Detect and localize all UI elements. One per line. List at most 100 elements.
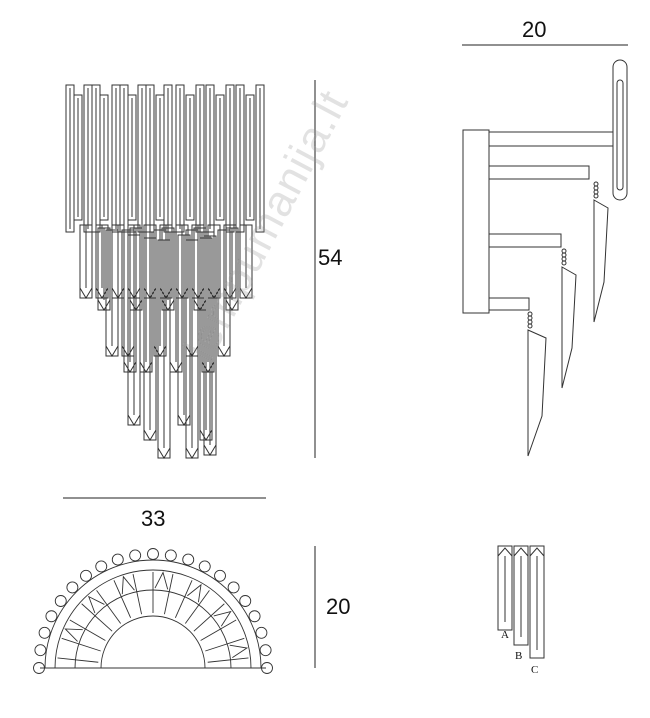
- rib: [200, 619, 237, 641]
- crystal-prism-tip: [225, 299, 239, 311]
- rib: [205, 637, 245, 652]
- crystal-label-c: C: [531, 664, 539, 676]
- bead: [261, 662, 273, 674]
- crystal-label-a: A: [501, 629, 509, 641]
- chain-link: [561, 256, 567, 262]
- crystal-types-detail: [497, 545, 545, 659]
- bead: [259, 644, 272, 657]
- crystal-prism-tip: [97, 299, 111, 311]
- arc-ring-3: [100, 615, 206, 669]
- detail-crystal-top: [497, 547, 513, 557]
- crystal-prism-tip: [217, 345, 231, 357]
- detail-crystal-top: [529, 547, 545, 557]
- chain-link: [527, 311, 533, 317]
- bead: [80, 569, 92, 582]
- chain-link: [527, 323, 533, 329]
- chain-link: [593, 181, 599, 187]
- dimension-lines: [63, 44, 628, 668]
- rib: [113, 580, 132, 618]
- rib: [57, 657, 99, 663]
- bead: [54, 595, 67, 607]
- chain-link: [593, 189, 599, 195]
- rib: [69, 619, 106, 641]
- bead: [248, 610, 261, 623]
- rib: [81, 603, 113, 632]
- bead: [164, 549, 177, 562]
- chain-link: [527, 315, 533, 321]
- crystal-prism-tip: [185, 447, 199, 459]
- bead: [33, 662, 45, 674]
- rib: [96, 590, 122, 624]
- side-depth-dimension-label: 20: [522, 17, 547, 42]
- upper-tube: [255, 84, 265, 233]
- rib-chevron: [229, 644, 249, 659]
- rib-chevron: [213, 610, 232, 627]
- crystal-prism-tip: [239, 287, 253, 299]
- side-crystal: [593, 199, 609, 323]
- rib-chevron: [121, 575, 135, 595]
- detail-crystal-0: [497, 545, 513, 631]
- side-crystal: [527, 329, 547, 457]
- chain-link: [561, 248, 567, 254]
- chain-link: [561, 260, 567, 266]
- bead: [34, 644, 47, 657]
- rib: [132, 574, 143, 615]
- bead: [255, 626, 268, 639]
- bead: [198, 560, 211, 573]
- crystal-prism-tip: [157, 447, 171, 459]
- bead: [38, 626, 51, 639]
- chain-link: [593, 185, 599, 191]
- bead: [239, 595, 252, 607]
- bead: [111, 553, 124, 566]
- wall-bar: [612, 59, 628, 201]
- top-arm: [488, 131, 614, 147]
- detail-crystal-1: [513, 545, 529, 646]
- crystal-prism-tip: [203, 444, 217, 456]
- canopy-plate: [462, 129, 490, 314]
- middle-arm: [488, 165, 590, 180]
- rib-chevron: [187, 583, 202, 603]
- bottom-arm: [488, 297, 530, 311]
- height-dimension-label: 54: [318, 245, 343, 270]
- upper-tube: [245, 94, 255, 221]
- arc-ring-1: [54, 569, 252, 669]
- crystal-prism-tip: [105, 345, 119, 357]
- side-crystal: [561, 266, 577, 389]
- crystal-prism-tip: [169, 361, 183, 373]
- rib: [193, 603, 225, 632]
- top-depth-dimension-label: 20: [326, 594, 351, 619]
- wall-bar-inner: [616, 79, 624, 191]
- rib: [174, 580, 193, 618]
- chain-link: [561, 252, 567, 258]
- arc-ring-0: [44, 559, 262, 669]
- bead: [95, 560, 108, 573]
- crystal-prism-tip: [177, 414, 191, 426]
- bead: [66, 581, 79, 594]
- bead: [45, 610, 58, 623]
- bead: [129, 549, 142, 562]
- upper-tube: [73, 94, 83, 221]
- upper-tube: [185, 94, 195, 221]
- upper-tube: [127, 94, 137, 221]
- rib: [61, 637, 101, 652]
- crystal-label-b: B: [515, 650, 523, 662]
- bead: [227, 581, 240, 594]
- crystal-prism-tip: [79, 287, 93, 299]
- top-view-sconce: [33, 548, 273, 674]
- rib-chevron: [64, 628, 83, 642]
- chain-link: [593, 193, 599, 199]
- crystal-prism-tip: [143, 429, 157, 441]
- chain-link: [527, 319, 533, 325]
- width-dimension-label: 33: [141, 506, 166, 531]
- side-view-sconce: [462, 59, 628, 457]
- bead: [147, 548, 159, 560]
- rib: [207, 657, 249, 663]
- front-view-sconce: [65, 84, 265, 459]
- lower-arm: [488, 233, 562, 248]
- crystal-prism-tip: [127, 414, 141, 426]
- bead: [182, 553, 195, 566]
- upper-tube: [99, 94, 109, 221]
- rib-chevron: [87, 595, 105, 614]
- rib-chevron: [154, 571, 169, 590]
